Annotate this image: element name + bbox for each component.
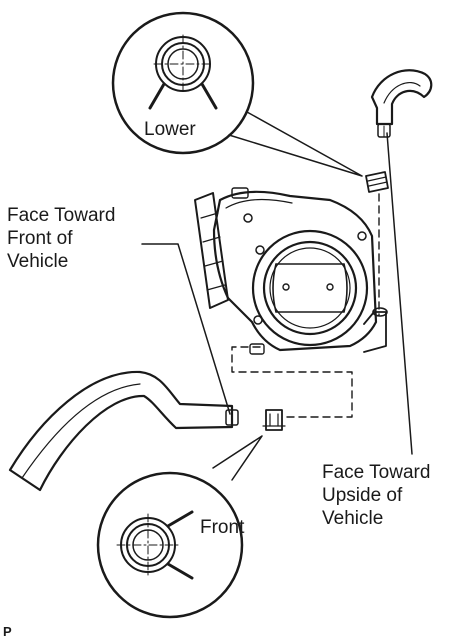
label-front: Front	[200, 517, 245, 538]
front-leader-line	[141, 243, 231, 415]
upper-detail-callout	[111, 11, 363, 177]
lower-hose	[8, 370, 239, 492]
lower-clamp	[262, 409, 286, 431]
throttle-bore	[251, 229, 369, 347]
upper-callout-leader	[228, 111, 363, 177]
water-pipe-fitting	[363, 307, 388, 353]
upper-hose	[370, 69, 433, 138]
upper-detail-circle	[111, 11, 255, 155]
lower-detail-callout	[96, 435, 263, 619]
figure-code: P	[3, 624, 12, 639]
electrical-connector	[194, 192, 229, 309]
hose-clamp-icon	[116, 510, 194, 580]
hose-clamp-icon	[148, 34, 218, 110]
lower-callout-leader	[212, 435, 263, 481]
label-face-toward-front: Face Toward Front of Vehicle	[7, 205, 116, 272]
label-lower: Lower	[144, 119, 196, 140]
lower-detail-circle	[96, 471, 244, 619]
label-face-toward-upside: Face Toward Upside of Vehicle	[322, 462, 431, 529]
assembly-guide-lines	[231, 193, 380, 418]
upside-leader-line	[386, 132, 413, 455]
throttle-plate	[272, 263, 348, 313]
upper-clamp	[365, 171, 389, 193]
throttle-body	[194, 187, 388, 355]
